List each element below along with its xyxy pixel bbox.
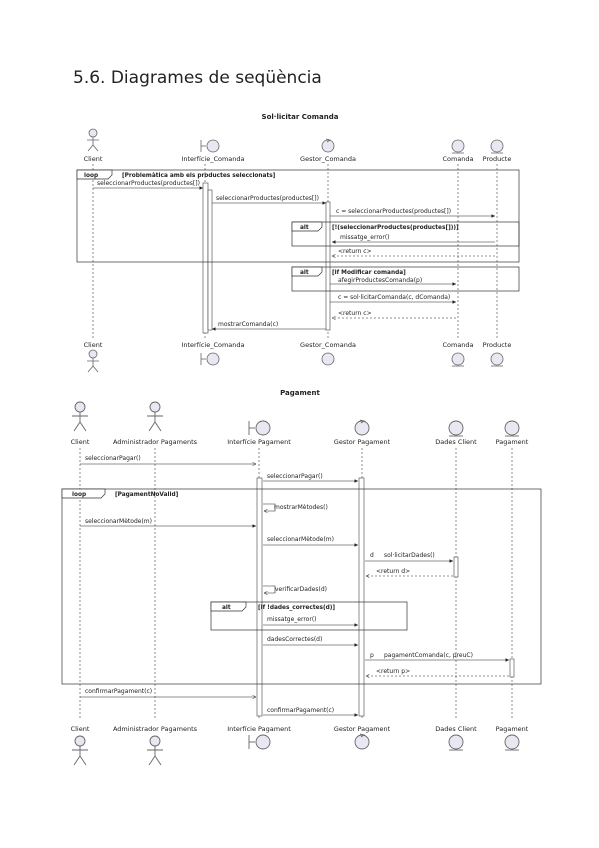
actor-icon bbox=[87, 349, 99, 373]
entity-icon bbox=[451, 139, 504, 154]
entity-icon bbox=[504, 420, 520, 437]
message-label: mostrarComanda(c) bbox=[218, 321, 278, 328]
message-label: <return c> bbox=[338, 310, 372, 317]
message-label: dadesCorrectes(d) bbox=[267, 636, 322, 643]
message-label: c = seleccionarProductes(productes[]) bbox=[336, 208, 451, 215]
actor-icon bbox=[147, 401, 163, 432]
participant-label: Gestor_Comanda bbox=[300, 341, 356, 349]
section-title: 5.6. Diagrames de seqüència bbox=[73, 68, 322, 88]
loop-label: loop bbox=[72, 492, 86, 498]
control-icon bbox=[321, 352, 335, 366]
message-label: seleccionarMètode(m) bbox=[85, 518, 152, 525]
message-label: seleccionarPagar() bbox=[85, 455, 141, 462]
entity-icon bbox=[448, 734, 464, 751]
alt-fragment: alt [if Modificar comanda] bbox=[291, 266, 520, 292]
message-label: <return p> bbox=[376, 668, 410, 675]
message-label: c = sol·licitarComanda(c, dComanda) bbox=[338, 294, 450, 301]
participant-label: Interfície_Comanda bbox=[181, 341, 244, 349]
participant-label: Dades Client bbox=[435, 438, 477, 446]
participant-label: Pagament bbox=[496, 725, 529, 733]
diagram-sol-licitar-comanda: Sol·licitar Comanda Client Int bbox=[76, 113, 520, 373]
alt-guard: [if Modificar comanda] bbox=[332, 270, 406, 276]
loop-label: loop bbox=[84, 173, 98, 179]
participant-label: Gestor Pagament bbox=[334, 438, 391, 446]
boundary-icon bbox=[200, 352, 220, 366]
message-label: mostrarMètodes() bbox=[274, 504, 328, 511]
loop-guard: [Problemàtica amb els productes seleccio… bbox=[122, 172, 276, 179]
message-label: missatge_error() bbox=[267, 616, 317, 623]
alt-label: alt bbox=[300, 270, 309, 276]
boundary-icon bbox=[248, 420, 271, 436]
participant-label: Administrador Pagaments bbox=[113, 725, 198, 733]
participant-label: Interfície Pagament bbox=[227, 438, 291, 446]
message-label: confirmarPagament(c) bbox=[85, 688, 152, 695]
actor-icon bbox=[87, 128, 99, 152]
entity-icon bbox=[504, 734, 520, 751]
participant-label: Client bbox=[71, 725, 90, 733]
message-label: seleccionarPagar() bbox=[267, 473, 323, 480]
participant-label: Gestor Pagament bbox=[334, 725, 391, 733]
loop-guard: [PagamentNoValid] bbox=[115, 492, 179, 498]
participants-bottom: Client Interfície_Comanda Gestor_Comanda… bbox=[84, 341, 512, 349]
participant-label: Administrador Pagaments bbox=[113, 438, 198, 446]
message-label: <return c> bbox=[338, 248, 372, 255]
participant-label: Interfície_Comanda bbox=[181, 155, 244, 163]
participant-label: Client bbox=[84, 155, 103, 163]
message-label: <return d> bbox=[376, 568, 410, 575]
participants-top: Client Interfície_Comanda Gestor_Comanda… bbox=[84, 155, 512, 163]
participant-label: Comanda bbox=[442, 341, 473, 349]
messages: seleccionarProductes(productes[]) selecc… bbox=[97, 180, 451, 328]
participant-label: Client bbox=[84, 341, 103, 349]
alt-fragment: alt [if !dades_correctes(d)] bbox=[210, 601, 408, 631]
boundary-icon bbox=[200, 139, 220, 153]
message-label: d bbox=[370, 552, 374, 559]
diagram-pagament: Pagament bbox=[61, 389, 542, 766]
participant-label: Gestor_Comanda bbox=[300, 155, 356, 163]
message-label: pagamentComanda(c, preuC) bbox=[384, 652, 473, 659]
messages: seleccionarPagar() seleccionarPagar() mo… bbox=[85, 455, 473, 714]
control-icon bbox=[321, 138, 335, 153]
participant-label: Dades Client bbox=[435, 725, 477, 733]
participant-label: Interfície Pagament bbox=[227, 725, 291, 733]
alt-label: alt bbox=[222, 605, 231, 611]
participants-top: Client Administrador Pagaments Interfíci… bbox=[71, 438, 529, 446]
participant-label: Pagament bbox=[496, 438, 529, 446]
alt-guard: [!(seleccionarProductes(productes[]))] bbox=[332, 225, 459, 231]
alt-guard: [if !dades_correctes(d)] bbox=[258, 605, 335, 611]
message-label: seleccionarProductes(productes[]) bbox=[216, 195, 319, 202]
message-label: sol·licitarDades() bbox=[384, 552, 435, 559]
message-label: afegirProductesComanda(p) bbox=[338, 277, 422, 284]
actor-icon bbox=[72, 735, 88, 766]
entity-icon bbox=[451, 352, 504, 367]
message-label: missatge_error() bbox=[340, 234, 390, 241]
message-label: verificarDades(d) bbox=[275, 586, 327, 593]
entity-icon bbox=[448, 420, 464, 437]
message-label: p bbox=[370, 652, 374, 659]
message-label: seleccionarMètode(m) bbox=[267, 536, 334, 543]
participant-label: Producte bbox=[483, 155, 512, 163]
actor-icon bbox=[147, 735, 163, 766]
participant-label: Comanda bbox=[442, 155, 473, 163]
diagram2-title: Pagament bbox=[280, 389, 320, 397]
alt-fragment: alt [!(seleccionarProductes(productes[])… bbox=[291, 221, 520, 247]
participant-label: Client bbox=[71, 438, 90, 446]
participants-bottom: Client Administrador Pagaments Interfíci… bbox=[71, 725, 529, 733]
loop-fragment: loop [PagamentNoValid] bbox=[61, 488, 542, 685]
control-icon bbox=[354, 733, 370, 750]
control-icon bbox=[354, 419, 370, 436]
participant-label: Producte bbox=[483, 341, 512, 349]
message-label: seleccionarProductes(productes[]) bbox=[97, 180, 200, 187]
loop-fragment: loop [Problemàtica amb els productes sel… bbox=[76, 169, 520, 263]
diagram1-title: Sol·licitar Comanda bbox=[262, 113, 339, 121]
message-label: confirmarPagament(c) bbox=[267, 707, 334, 714]
actor-icon bbox=[72, 401, 88, 432]
alt-label: alt bbox=[300, 225, 309, 231]
boundary-icon bbox=[248, 734, 271, 750]
